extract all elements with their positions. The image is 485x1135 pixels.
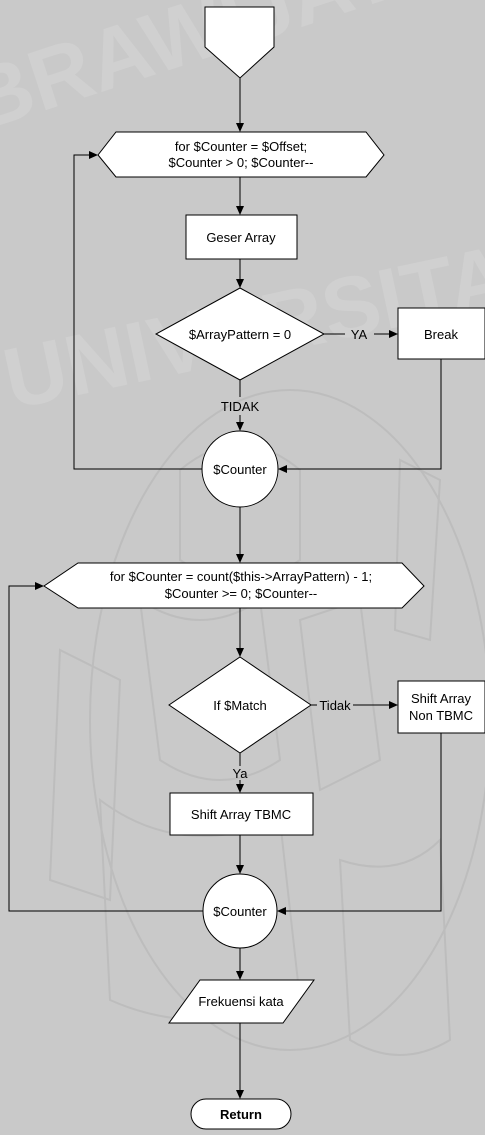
- arrowhead: [278, 465, 287, 473]
- loop-start-array-pattern: for $Counter = count($this->ArrayPattern…: [44, 563, 424, 608]
- edge-counter1-to-loop2: [236, 507, 244, 563]
- loop-start-offset-line1: for $Counter = $Offset;: [175, 139, 307, 154]
- counter-connector-2-label: $Counter: [213, 904, 267, 919]
- arrowhead: [389, 701, 398, 709]
- match-decision-label: If $Match: [213, 698, 266, 713]
- edge-decision1-no-to-counter1: TIDAK: [221, 380, 260, 431]
- edge-connector-to-loop1: [236, 78, 244, 132]
- shift-array-tbmc-label: Shift Array TBMC: [191, 807, 291, 822]
- counter-connector-1-label: $Counter: [213, 462, 267, 477]
- arrowhead: [236, 206, 244, 215]
- decision2-no-label: Tidak: [319, 698, 351, 713]
- arrowhead: [236, 784, 244, 793]
- return-terminator: Return: [191, 1099, 291, 1129]
- arrowhead: [277, 907, 286, 915]
- arrowhead: [236, 554, 244, 563]
- shift-array-tbmc-process: Shift Array TBMC: [170, 793, 313, 835]
- loop-start-offset-line2: $Counter > 0; $Counter--: [169, 155, 314, 170]
- edge-output-to-return: [236, 1023, 244, 1099]
- counter-connector-2: $Counter: [203, 874, 277, 948]
- edge-decision2-no-to-non-tbmc: Tidak: [311, 698, 398, 713]
- geser-array-process: Geser Array: [186, 215, 297, 259]
- frekuensi-kata-output: Frekuensi kata: [169, 980, 314, 1023]
- decision1-no-label: TIDAK: [221, 399, 260, 414]
- frekuensi-kata-label: Frekuensi kata: [198, 994, 284, 1009]
- edge-loop1-to-geser: [236, 177, 244, 215]
- arrowhead: [89, 151, 98, 159]
- match-decision: If $Match: [169, 657, 311, 753]
- edge-counter2-to-output: [236, 948, 244, 980]
- shift-array-non-tbmc-line2: Non TBMC: [409, 708, 473, 723]
- edge-loop2-to-decision2: [236, 608, 244, 657]
- arrowhead: [35, 582, 44, 590]
- counter-connector-1: $Counter: [202, 431, 278, 507]
- decision2-yes-label: Ya: [233, 766, 249, 781]
- loop-start-array-pattern-line1: for $Counter = count($this->ArrayPattern…: [110, 569, 372, 584]
- arrowhead: [236, 422, 244, 431]
- shift-array-non-tbmc-line1: Shift Array: [411, 691, 471, 706]
- break-process: Break: [398, 308, 485, 359]
- geser-array-label: Geser Array: [206, 230, 276, 245]
- shift-array-non-tbmc-process: Shift Array Non TBMC: [398, 681, 485, 733]
- arrowhead: [236, 865, 244, 874]
- loop-start-offset: for $Counter = $Offset; $Counter > 0; $C…: [98, 132, 384, 177]
- arrowhead: [236, 123, 244, 132]
- return-label: Return: [220, 1107, 262, 1122]
- edge-tbmc-to-counter2: [236, 835, 244, 874]
- edge-break-to-counter1: [278, 359, 441, 473]
- arrowhead: [236, 971, 244, 980]
- edge-decision2-yes-to-tbmc: Ya: [233, 753, 249, 793]
- arrowhead: [236, 648, 244, 657]
- break-label: Break: [424, 327, 458, 342]
- loop-start-array-pattern-line2: $Counter >= 0; $Counter--: [165, 586, 317, 601]
- array-pattern-decision-label: $ArrayPattern = 0: [189, 327, 291, 342]
- arrowhead: [236, 1090, 244, 1099]
- decision1-yes-label: YA: [351, 327, 368, 342]
- edge-counter2-loop-back: [9, 582, 203, 911]
